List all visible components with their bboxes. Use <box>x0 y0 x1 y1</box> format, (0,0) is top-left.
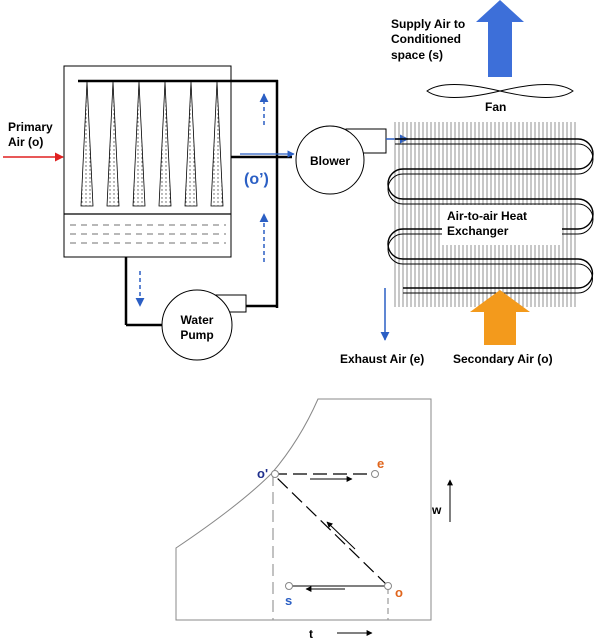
process-line-o-to-o-prime <box>272 473 389 587</box>
point-s-marker <box>285 582 293 590</box>
exhaust-air-label: Exhaust Air (e) <box>340 352 424 366</box>
schematic: Primary Air (o) (o’) <box>3 0 594 366</box>
secondary-air-arrow <box>470 290 530 345</box>
primary-air-label-line1: Primary <box>8 120 53 134</box>
secondary-air-label: Secondary Air (o) <box>453 352 553 366</box>
water-pump: Water Pump <box>161 289 247 361</box>
primary-air-label-line2: Air (o) <box>8 135 43 149</box>
fan: Fan <box>426 84 574 114</box>
fan-blade-left <box>426 84 501 98</box>
point-e-label: e <box>377 456 384 471</box>
fan-label: Fan <box>485 100 506 114</box>
spray-cone <box>184 81 198 207</box>
blower: Blower <box>295 125 387 195</box>
arrow-o-to-o-prime <box>326 521 356 550</box>
point-e-marker <box>371 470 379 478</box>
supply-air-label-line3: space (s) <box>391 48 443 62</box>
water-pump-label-line1: Water <box>181 313 214 327</box>
heat-exchanger-label-line2: Exchanger <box>447 224 509 238</box>
supply-air-label-line2: Conditioned <box>391 32 461 46</box>
point-o-prime-label: o' <box>257 466 268 481</box>
axis-t-label: t <box>309 627 313 641</box>
fan-blade-right <box>499 84 574 98</box>
air-to-air-heat-exchanger <box>387 122 594 307</box>
spray-cone <box>80 81 94 207</box>
heat-exchanger-tube <box>387 138 594 289</box>
chart-outline <box>175 398 432 621</box>
heat-exchanger-label-line1: Air-to-air Heat <box>447 209 527 223</box>
heat-exchanger-label-box <box>442 205 562 245</box>
psychrometric-chart: o' e o s w t <box>175 398 453 641</box>
spray-cone <box>132 81 146 207</box>
water-sump <box>64 213 231 244</box>
spray-nozzles <box>80 81 224 207</box>
axis-w-label: w <box>431 503 442 517</box>
point-o-marker <box>384 582 392 590</box>
water-pump-label-line2: Pump <box>180 328 213 342</box>
heat-exchanger-tube-inner <box>387 143 594 294</box>
point-o-label: o <box>395 585 403 600</box>
point-s-label: s <box>285 593 292 608</box>
supply-air-label-line1: Supply Air to <box>391 17 465 31</box>
spray-cone <box>210 81 224 207</box>
blower-label: Blower <box>310 154 350 168</box>
supply-air-arrow <box>476 0 524 77</box>
o-prime-label: (o’) <box>244 171 269 188</box>
spray-cone <box>106 81 120 207</box>
point-o-prime-marker <box>271 470 279 478</box>
spray-cone <box>158 81 172 207</box>
